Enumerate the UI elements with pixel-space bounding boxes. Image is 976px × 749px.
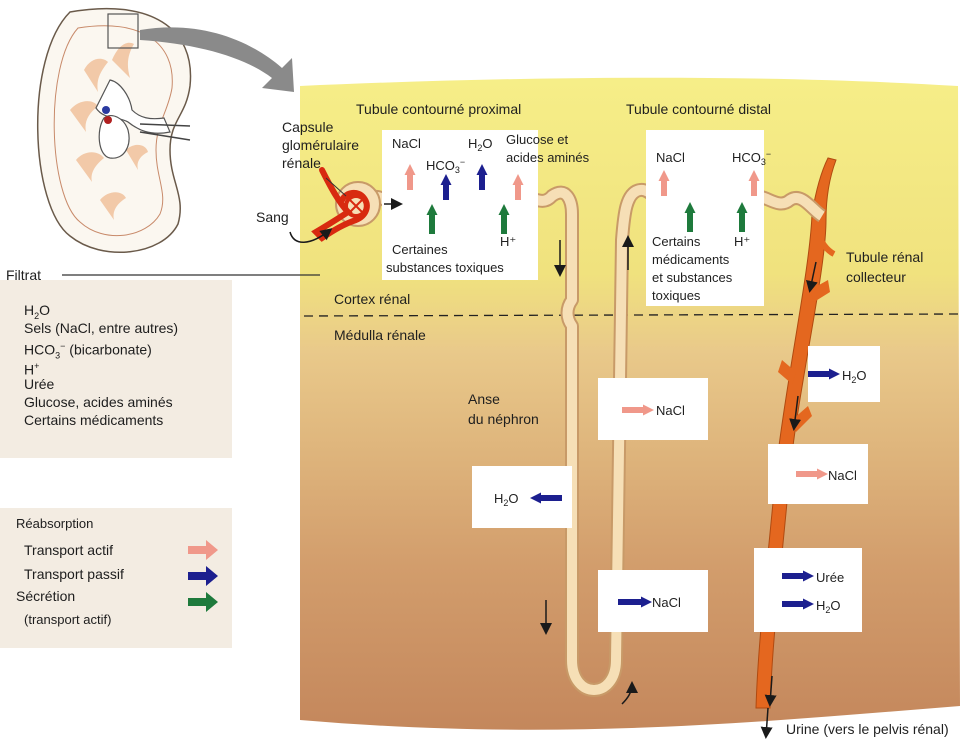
dist-drugs-2: médicaments bbox=[652, 252, 730, 267]
label-anse-2: du néphron bbox=[468, 411, 539, 427]
legend-arrow-swatches bbox=[186, 540, 222, 622]
loop-nacl-upper-label: NaCl bbox=[656, 403, 685, 418]
transport-legend-panel: Réabsorption Transport actif Transport p… bbox=[0, 508, 232, 648]
label-capsule-3: rénale bbox=[282, 155, 321, 171]
label-capsule-1: Capsule bbox=[282, 119, 334, 135]
prox-nacl-label: NaCl bbox=[392, 136, 421, 151]
label-medulla: Médulla rénale bbox=[334, 327, 426, 343]
legend-secretion-arrow-icon bbox=[188, 592, 218, 612]
prox-toxic-2: substances toxiques bbox=[386, 260, 504, 275]
legend-title: Réabsorption bbox=[16, 516, 93, 531]
kidney-cross-section-icon bbox=[38, 9, 191, 253]
label-anse-1: Anse bbox=[468, 391, 500, 407]
prox-hplus-label: H⁺ bbox=[500, 234, 516, 249]
loop-nacl-lower-label: NaCl bbox=[652, 595, 681, 610]
legend-active-arrow-icon bbox=[188, 540, 218, 560]
legend-passif: Transport passif bbox=[24, 566, 124, 582]
dist-hplus-label: H⁺ bbox=[734, 234, 750, 249]
label-capsule-2: glomérulaire bbox=[282, 137, 359, 153]
dist-hco3-label: HCO3− bbox=[732, 149, 771, 167]
label-tubule-proximal: Tubule contourné proximal bbox=[356, 101, 521, 117]
legend-passive-arrow-icon bbox=[188, 566, 218, 586]
filtrat-medicaments: Certains médicaments bbox=[24, 412, 163, 429]
legend-actif: Transport actif bbox=[24, 542, 113, 558]
prox-glucose-1: Glucose et bbox=[506, 132, 569, 147]
loop-nacl-upper-box bbox=[598, 378, 708, 440]
filtrat-hco3: HCO3− (bicarbonate) bbox=[24, 338, 152, 364]
dist-nacl-label: NaCl bbox=[656, 150, 685, 165]
legend-secretion-note: (transport actif) bbox=[24, 612, 111, 627]
filtrat-uree: Urée bbox=[24, 376, 54, 393]
filtrat-composition-panel: H2O Sels (NaCl, entre autres) HCO3− (bic… bbox=[0, 280, 232, 458]
label-cortex: Cortex rénal bbox=[334, 291, 410, 307]
label-collecteur-2: collecteur bbox=[846, 269, 906, 285]
duct-uree-h2o-box bbox=[754, 548, 862, 632]
label-urine: Urine (vers le pelvis rénal) bbox=[786, 721, 949, 737]
label-sang: Sang bbox=[256, 209, 289, 225]
filtrat-glucose: Glucose, acides aminés bbox=[24, 394, 173, 411]
duct-nacl-label: NaCl bbox=[828, 468, 857, 483]
prox-hco3-label: HCO3− bbox=[426, 157, 465, 175]
duct-uree-label: Urée bbox=[816, 570, 844, 585]
dist-drugs-1: Certains bbox=[652, 234, 701, 249]
prox-glucose-2: acides aminés bbox=[506, 150, 590, 165]
filtrat-sels: Sels (NaCl, entre autres) bbox=[24, 320, 178, 337]
label-collecteur-1: Tubule rénal bbox=[846, 249, 923, 265]
legend-secretion: Sécrétion bbox=[16, 588, 75, 604]
label-tubule-distal: Tubule contourné distal bbox=[626, 101, 771, 117]
dist-drugs-4: toxiques bbox=[652, 288, 701, 303]
dist-drugs-3: et substances bbox=[652, 270, 733, 285]
prox-toxic-1: Certaines bbox=[392, 242, 448, 257]
